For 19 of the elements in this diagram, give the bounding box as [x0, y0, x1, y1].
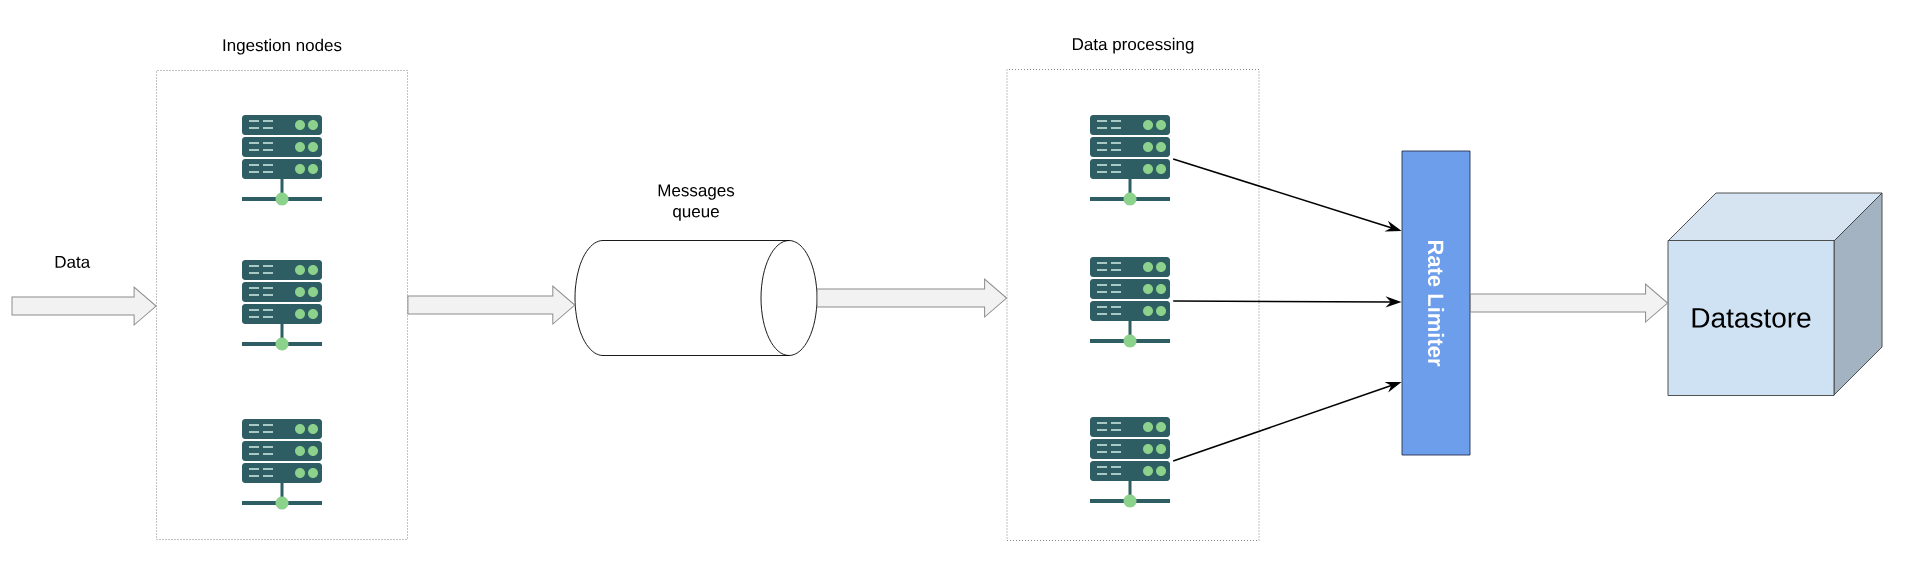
node-label: Messages queue	[658, 184, 735, 221]
server-icon	[242, 419, 322, 510]
dotted-group-box: Data processing	[1006, 37, 1260, 541]
datastore-cube: Datastore	[1667, 192, 1883, 396]
server-icon	[242, 115, 322, 206]
block-arrow	[407, 285, 576, 325]
block-arrow	[816, 278, 1008, 318]
server-icon	[1090, 257, 1170, 348]
server-icon	[1090, 115, 1170, 206]
rate-limiter-box: Rate Limiter	[1401, 150, 1471, 456]
server-icon	[1090, 417, 1170, 508]
server-icon	[242, 260, 322, 351]
node-label: Data processing	[1072, 37, 1194, 54]
block-arrow	[1469, 283, 1669, 323]
block-arrow	[11, 286, 157, 326]
edge-label: Data	[55, 256, 91, 268]
node-label: Ingestion nodes	[223, 38, 342, 55]
dotted-group-box: Ingestion nodes	[156, 38, 408, 540]
queue-cylinder: Messages queue	[574, 184, 818, 356]
